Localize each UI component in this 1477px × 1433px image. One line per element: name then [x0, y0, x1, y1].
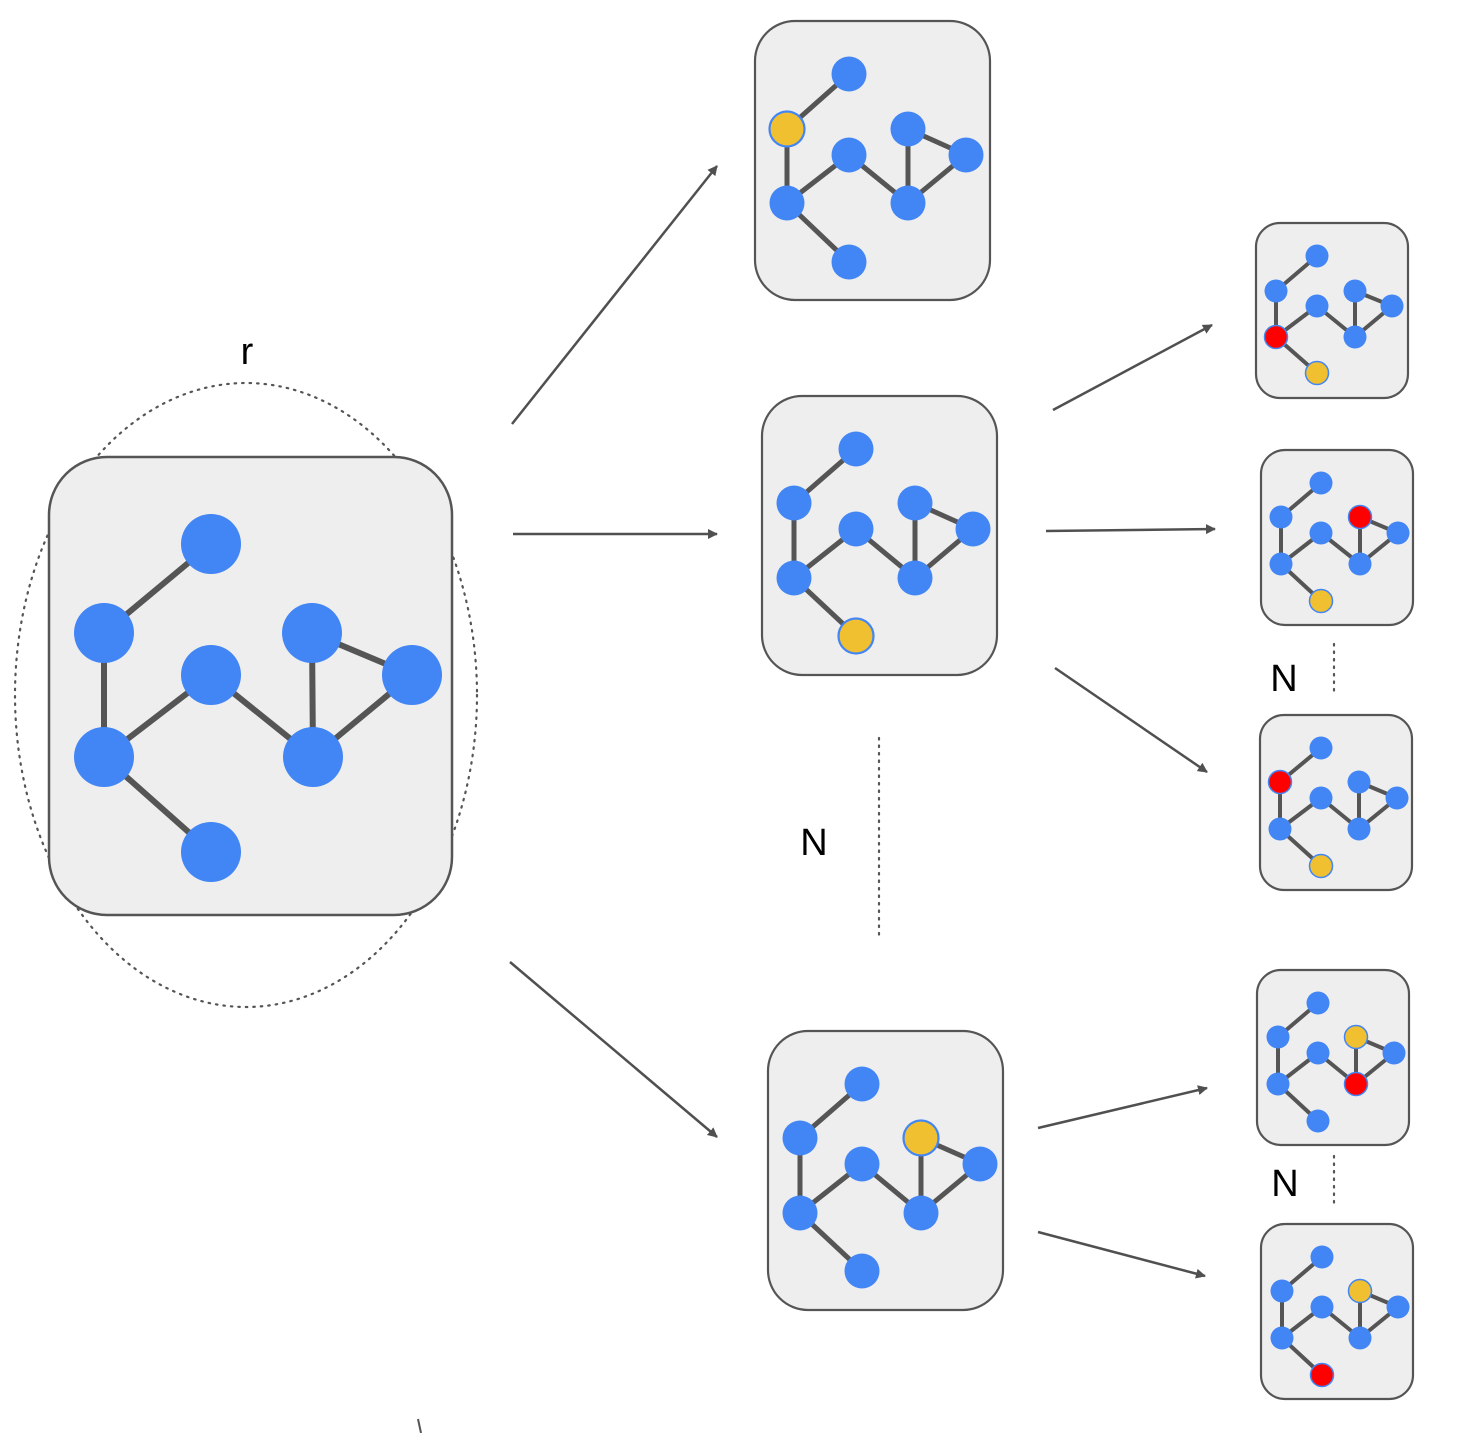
step1-graph-2: [760, 394, 999, 677]
graph-node: [283, 727, 343, 787]
step2-graph-3: [1258, 713, 1414, 892]
graph-node: [890, 111, 926, 147]
graph-node: [1270, 1326, 1294, 1350]
graph-node: [1306, 1109, 1330, 1133]
graph-node: [838, 511, 874, 547]
graph-node: [838, 431, 874, 467]
arrow-to-step2-graph-3: [1054, 666, 1208, 774]
graph-node-yellow: [1304, 360, 1330, 386]
graph-node: [1264, 279, 1288, 303]
graph-node-yellow: [837, 617, 875, 655]
graph-node-red: [1309, 1362, 1335, 1388]
graph-node-yellow: [1343, 1024, 1369, 1050]
graph-node: [1348, 552, 1372, 576]
graph-node: [1347, 817, 1371, 841]
graph-node: [1380, 294, 1404, 318]
graph-node: [782, 1120, 818, 1156]
graph-node: [831, 244, 867, 280]
arrow-to-step1-graph-1: [511, 165, 718, 425]
graph-node: [890, 185, 926, 221]
graph-node: [1266, 1025, 1290, 1049]
graph-node-yellow: [768, 110, 806, 148]
arrow-to-step1-graph-n: [509, 961, 718, 1138]
graph-node: [1268, 817, 1292, 841]
graph-node: [776, 485, 812, 521]
arrow-to-step2-graph-2: [1045, 524, 1216, 535]
graph-node: [1310, 1295, 1334, 1319]
graph-node: [1309, 736, 1333, 760]
graph-node: [776, 560, 812, 596]
graph-node-yellow: [1308, 588, 1334, 614]
graph-node: [181, 822, 241, 882]
arrow-to-step2-graph-1: [1052, 323, 1213, 412]
graph-node: [1347, 770, 1371, 794]
graph-node: [74, 603, 134, 663]
graph-node: [903, 1195, 939, 1231]
graph-node-red: [1263, 324, 1289, 350]
graph-node: [1305, 244, 1329, 268]
graph-node: [1386, 1295, 1410, 1319]
graph-node-yellow: [1308, 853, 1334, 879]
graph-node: [382, 645, 442, 705]
graph-node: [782, 1195, 818, 1231]
graph-node-yellow: [902, 1119, 940, 1157]
arrow-to-step2-graph-5: [1037, 1230, 1206, 1279]
step2-graph-4: [1255, 968, 1411, 1147]
graph-node: [181, 645, 241, 705]
graph-node: [1310, 1245, 1334, 1269]
count-label-middle: N: [800, 822, 827, 864]
graph-node: [769, 185, 805, 221]
count-label-right-top: N: [1270, 658, 1297, 700]
graph-node-red: [1267, 769, 1293, 795]
graph-node: [1382, 1041, 1406, 1065]
graph-node: [1309, 471, 1333, 495]
graph-node: [962, 1146, 998, 1182]
step2-graph-1: [1254, 221, 1410, 400]
graph-node-red: [1347, 504, 1373, 530]
graph-node: [897, 485, 933, 521]
graph-node: [831, 56, 867, 92]
graph-node: [1306, 1041, 1330, 1065]
graph-node: [1309, 786, 1333, 810]
graph-node: [282, 603, 342, 663]
graph-node: [1343, 325, 1367, 349]
count-label-right-bottom: N: [1271, 1163, 1298, 1205]
graph-node: [74, 727, 134, 787]
graph-node: [844, 1146, 880, 1182]
graph-node-red: [1343, 1071, 1369, 1097]
graph-node: [897, 560, 933, 596]
graph-node: [1343, 279, 1367, 303]
graph-node: [844, 1253, 880, 1289]
graph-node: [1386, 521, 1410, 545]
graph-node: [1309, 521, 1333, 545]
graph-node: [1348, 1326, 1372, 1350]
step1-graph-n: [766, 1029, 1005, 1312]
source-graph: [47, 455, 454, 917]
graph-node: [1306, 991, 1330, 1015]
step1-graph-1: [753, 19, 992, 302]
graph-node-yellow: [1347, 1278, 1373, 1304]
stray-mark: [417, 1418, 422, 1433]
graph-node: [1385, 786, 1409, 810]
graph-node: [1266, 1072, 1290, 1096]
graph-node: [955, 511, 991, 547]
radius-label: r: [241, 331, 254, 373]
step2-graph-2: [1259, 448, 1415, 627]
graph-node: [831, 137, 867, 173]
graph-node: [181, 514, 241, 574]
radius-ellipse: [13, 381, 479, 1009]
graph-node: [844, 1066, 880, 1102]
step2-graph-5: [1259, 1222, 1415, 1401]
graph-panels: [47, 19, 1415, 1401]
graph-node: [948, 137, 984, 173]
graph-node: [1270, 1279, 1294, 1303]
graph-node: [1269, 552, 1293, 576]
graph-node: [1269, 505, 1293, 529]
graph-node: [1305, 294, 1329, 318]
arrow-to-step2-graph-4: [1037, 1085, 1208, 1130]
